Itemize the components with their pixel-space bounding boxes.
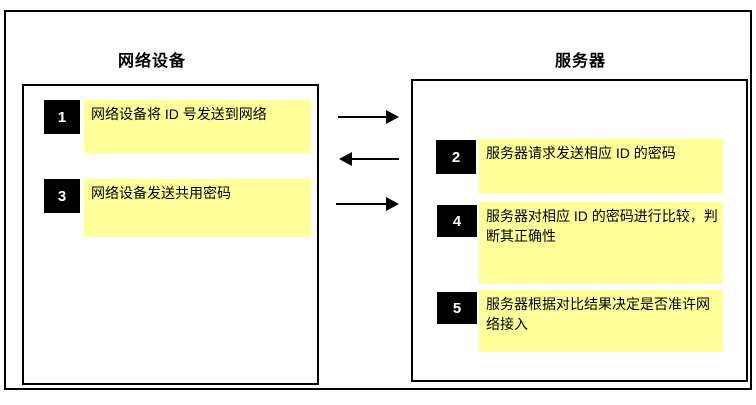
- step-text: 网络设备将 ID 号发送到网络: [84, 100, 311, 154]
- step-text: 服务器请求发送相应 ID 的密码: [479, 139, 723, 194]
- step-number-badge: 5: [437, 292, 477, 324]
- arrow-head-icon: [386, 110, 399, 124]
- arrow-right-icon: [336, 197, 399, 211]
- arrow-line: [351, 158, 399, 160]
- diagram-frame: 网络设备 服务器 1 网络设备将 ID 号发送到网络 3 网络设备发送共用密码 …: [4, 10, 752, 390]
- arrow-head-icon: [386, 197, 399, 211]
- arrow-line: [336, 203, 387, 205]
- arrow-head-icon: [339, 152, 352, 166]
- step-number-badge: 1: [44, 100, 80, 134]
- arrow-right-icon: [338, 110, 399, 124]
- step-text: 网络设备发送共用密码: [84, 179, 311, 237]
- step-number-badge: 2: [436, 140, 476, 174]
- step-number-badge: 4: [437, 205, 477, 237]
- step-text: 服务器对相应 ID 的密码进行比较，判断其正确性: [479, 202, 723, 284]
- step-text: 服务器根据对比结果决定是否准许网络接入: [479, 290, 723, 352]
- arrow-line: [338, 116, 387, 118]
- step-number-badge: 3: [44, 179, 80, 213]
- right-panel-title: 服务器: [555, 53, 607, 70]
- left-panel-title: 网络设备: [118, 53, 187, 70]
- arrow-left-icon: [339, 152, 399, 166]
